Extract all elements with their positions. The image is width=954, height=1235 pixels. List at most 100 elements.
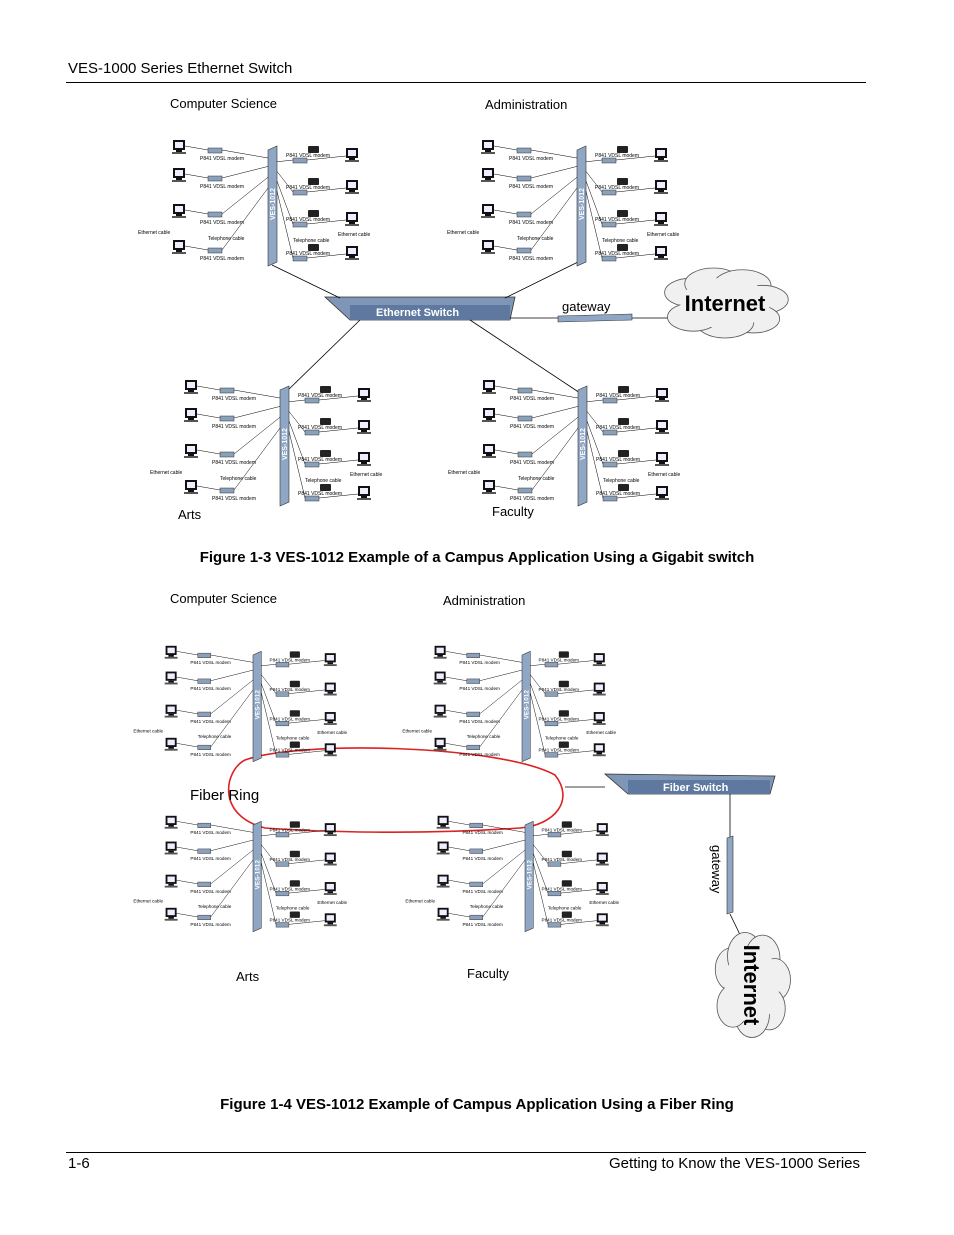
cable-line (288, 889, 325, 894)
cable-line (221, 166, 269, 179)
modem-label: P841 VDSL modem (298, 393, 342, 399)
computer-icon (172, 168, 186, 182)
cable-line (210, 689, 254, 748)
cable-line (261, 692, 277, 755)
gateway-label: gateway (709, 845, 724, 894)
phone-icon (320, 484, 331, 491)
computer-icon (436, 874, 450, 888)
ves-switch (524, 820, 534, 933)
modem-label: P841 VDSL modem (595, 185, 639, 191)
computer-icon (323, 882, 337, 895)
modem-icon (275, 752, 290, 758)
modem-label: P841 VDSL modem (212, 396, 256, 402)
computer-icon (433, 645, 447, 659)
modem-icon (516, 175, 532, 182)
phone-icon (617, 244, 628, 251)
internet-label: Internet (739, 945, 764, 1026)
computer-icon (654, 148, 668, 162)
fiber-ring-label: Fiber Ring (190, 787, 259, 804)
footer-divider (66, 1152, 866, 1153)
computer-icon (357, 452, 371, 466)
cable-line (276, 159, 294, 163)
cable-line (210, 839, 254, 851)
ethernet-cable-label: Ethernet cable (586, 730, 616, 735)
cable-line (196, 485, 221, 491)
cable-line (479, 689, 523, 748)
cable-line (530, 187, 578, 251)
modem-icon (197, 652, 211, 658)
modem-icon (207, 175, 223, 182)
modem-label: P841 VDSL modem (459, 660, 500, 665)
modem-label: P841 VDSL modem (200, 256, 244, 262)
modem-label: P841 VDSL modem (510, 496, 554, 502)
site-label-faculty: Faculty (492, 504, 534, 519)
modem-label: P841 VDSL modem (190, 752, 231, 757)
computer-icon (433, 704, 447, 718)
site-label-administration: Administration (485, 97, 567, 112)
modem-label: P841 VDSL modem (270, 716, 311, 721)
cable-line (233, 417, 281, 455)
computer-icon (184, 408, 198, 422)
cable-line (557, 660, 594, 665)
cable-line (586, 420, 604, 465)
modem-label: P841 VDSL modem (459, 686, 500, 691)
cable-line (288, 689, 325, 694)
ethernet-cable-label: Ethernet cable (447, 230, 479, 236)
cable-line (615, 253, 656, 259)
computer-icon (655, 486, 669, 500)
cable-line (176, 676, 198, 681)
cable-line (276, 171, 294, 193)
cable-line (615, 155, 656, 161)
cable-line (288, 660, 325, 665)
modem-icon (219, 451, 235, 458)
computer-icon (357, 388, 371, 402)
cable-line (210, 824, 254, 833)
modem-icon (544, 691, 559, 697)
modem-icon (547, 861, 562, 867)
cable-line (318, 395, 359, 401)
header-divider (66, 82, 866, 83)
modem-label: P841 VDSL modem (200, 184, 244, 190)
computer-icon (164, 841, 178, 855)
cable-line (318, 459, 359, 465)
computer-icon (654, 212, 668, 226)
modem-label: P841 VDSL modem (286, 185, 330, 191)
site-label-computer-science: Computer Science (170, 591, 277, 606)
modem-icon (517, 451, 533, 458)
modem-label: P841 VDSL modem (539, 716, 580, 721)
cable-line (616, 395, 657, 401)
modem-label: P841 VDSL modem (212, 460, 256, 466)
cable-line (533, 844, 549, 864)
computer-icon (482, 408, 496, 422)
ethernet-cable-label: Ethernet cable (589, 900, 619, 905)
modem-label: P841 VDSL modem (595, 251, 639, 257)
computer-icon (595, 913, 609, 927)
cable-line (448, 913, 470, 918)
ethernet-cable-label: Ethernet cable (317, 900, 347, 905)
cable-line (318, 493, 359, 499)
ves-switch (521, 650, 531, 763)
cable-line (560, 920, 597, 925)
gateway-label: gateway (562, 299, 611, 314)
modem-icon (516, 147, 532, 154)
cable-line (531, 417, 579, 455)
modem-icon (197, 881, 211, 887)
modem-icon (197, 744, 211, 750)
cable-line (196, 449, 221, 455)
modem-icon (275, 832, 290, 838)
modem-icon (197, 848, 211, 854)
computer-icon (184, 444, 198, 458)
ves-switch (577, 385, 588, 507)
computer-icon (172, 240, 186, 254)
modem-label: P841 VDSL modem (509, 184, 553, 190)
modem-label: P841 VDSL modem (298, 425, 342, 431)
cable-line (445, 676, 467, 681)
cable-line (448, 879, 470, 885)
uplink-line (469, 319, 581, 394)
cable-line (288, 750, 325, 755)
telephone-cable-label: Telephone cable (276, 736, 310, 741)
cable-line (184, 173, 209, 179)
site-label-arts: Arts (236, 969, 260, 984)
